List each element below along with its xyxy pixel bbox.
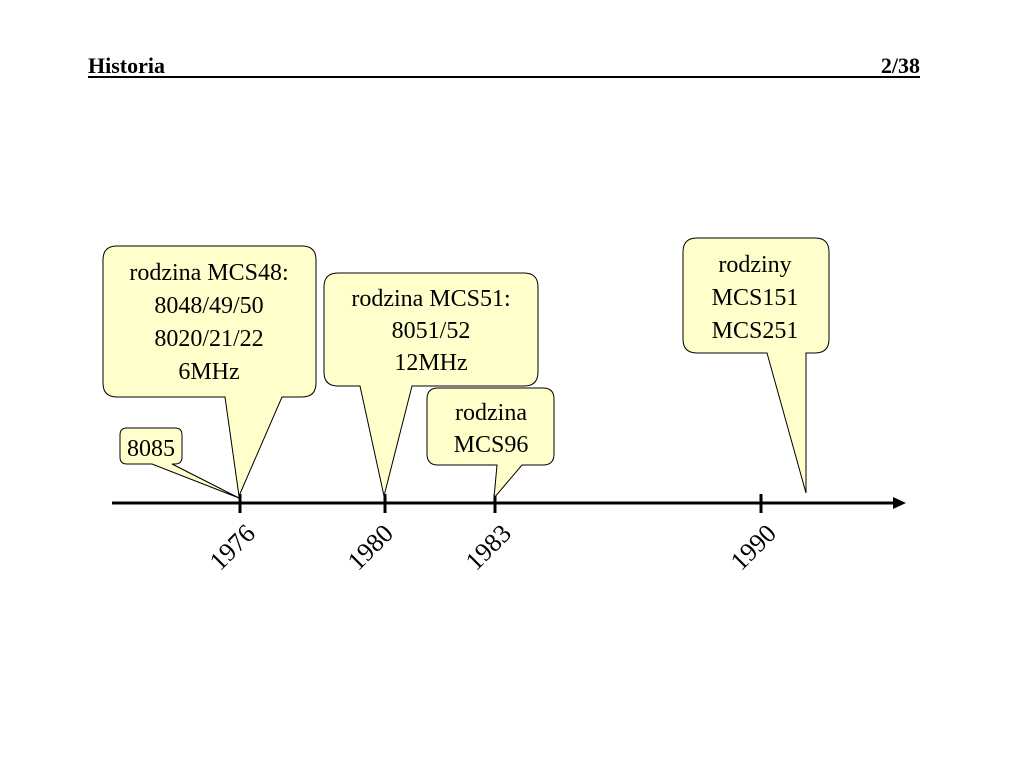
callout-text: 8085 bbox=[127, 436, 175, 462]
callout-text: rodzina MCS48: bbox=[129, 260, 288, 286]
callout-text: 8020/21/22 bbox=[154, 326, 263, 352]
callout-mcs151-251: rodziny MCS151 MCS251 bbox=[682, 237, 830, 494]
year-label-1983: 1983 bbox=[460, 519, 517, 576]
callout-text: rodzina MCS51: bbox=[351, 286, 510, 312]
year-label-1976: 1976 bbox=[204, 519, 261, 576]
year-label-1980: 1980 bbox=[342, 519, 399, 576]
callout-text: 8048/49/50 bbox=[154, 293, 263, 319]
callout-text: rodziny bbox=[718, 252, 791, 278]
year-label-1990: 1990 bbox=[725, 519, 782, 576]
slide-title: Historia bbox=[88, 53, 165, 78]
header-divider bbox=[88, 76, 920, 78]
callout-text: 6MHz bbox=[178, 359, 239, 385]
callout-text: rodzina bbox=[455, 400, 527, 426]
callout-text: MCS151 bbox=[712, 285, 799, 311]
callout-text: 12MHz bbox=[394, 350, 467, 376]
callout-text: MCS96 bbox=[454, 432, 529, 458]
callout-text: 8051/52 bbox=[392, 318, 471, 344]
callout-mcs96: rodzina MCS96 bbox=[426, 387, 555, 500]
axis-arrow-icon bbox=[893, 497, 906, 509]
callout-mcs51: rodzina MCS51: 8051/52 12MHz bbox=[323, 272, 539, 497]
callout-text: MCS251 bbox=[712, 318, 799, 344]
callout-8085: 8085 bbox=[119, 427, 240, 499]
callout-mcs48: rodzina MCS48: 8048/49/50 8020/21/22 6MH… bbox=[102, 245, 317, 498]
page-number: 2/38 bbox=[880, 53, 920, 78]
